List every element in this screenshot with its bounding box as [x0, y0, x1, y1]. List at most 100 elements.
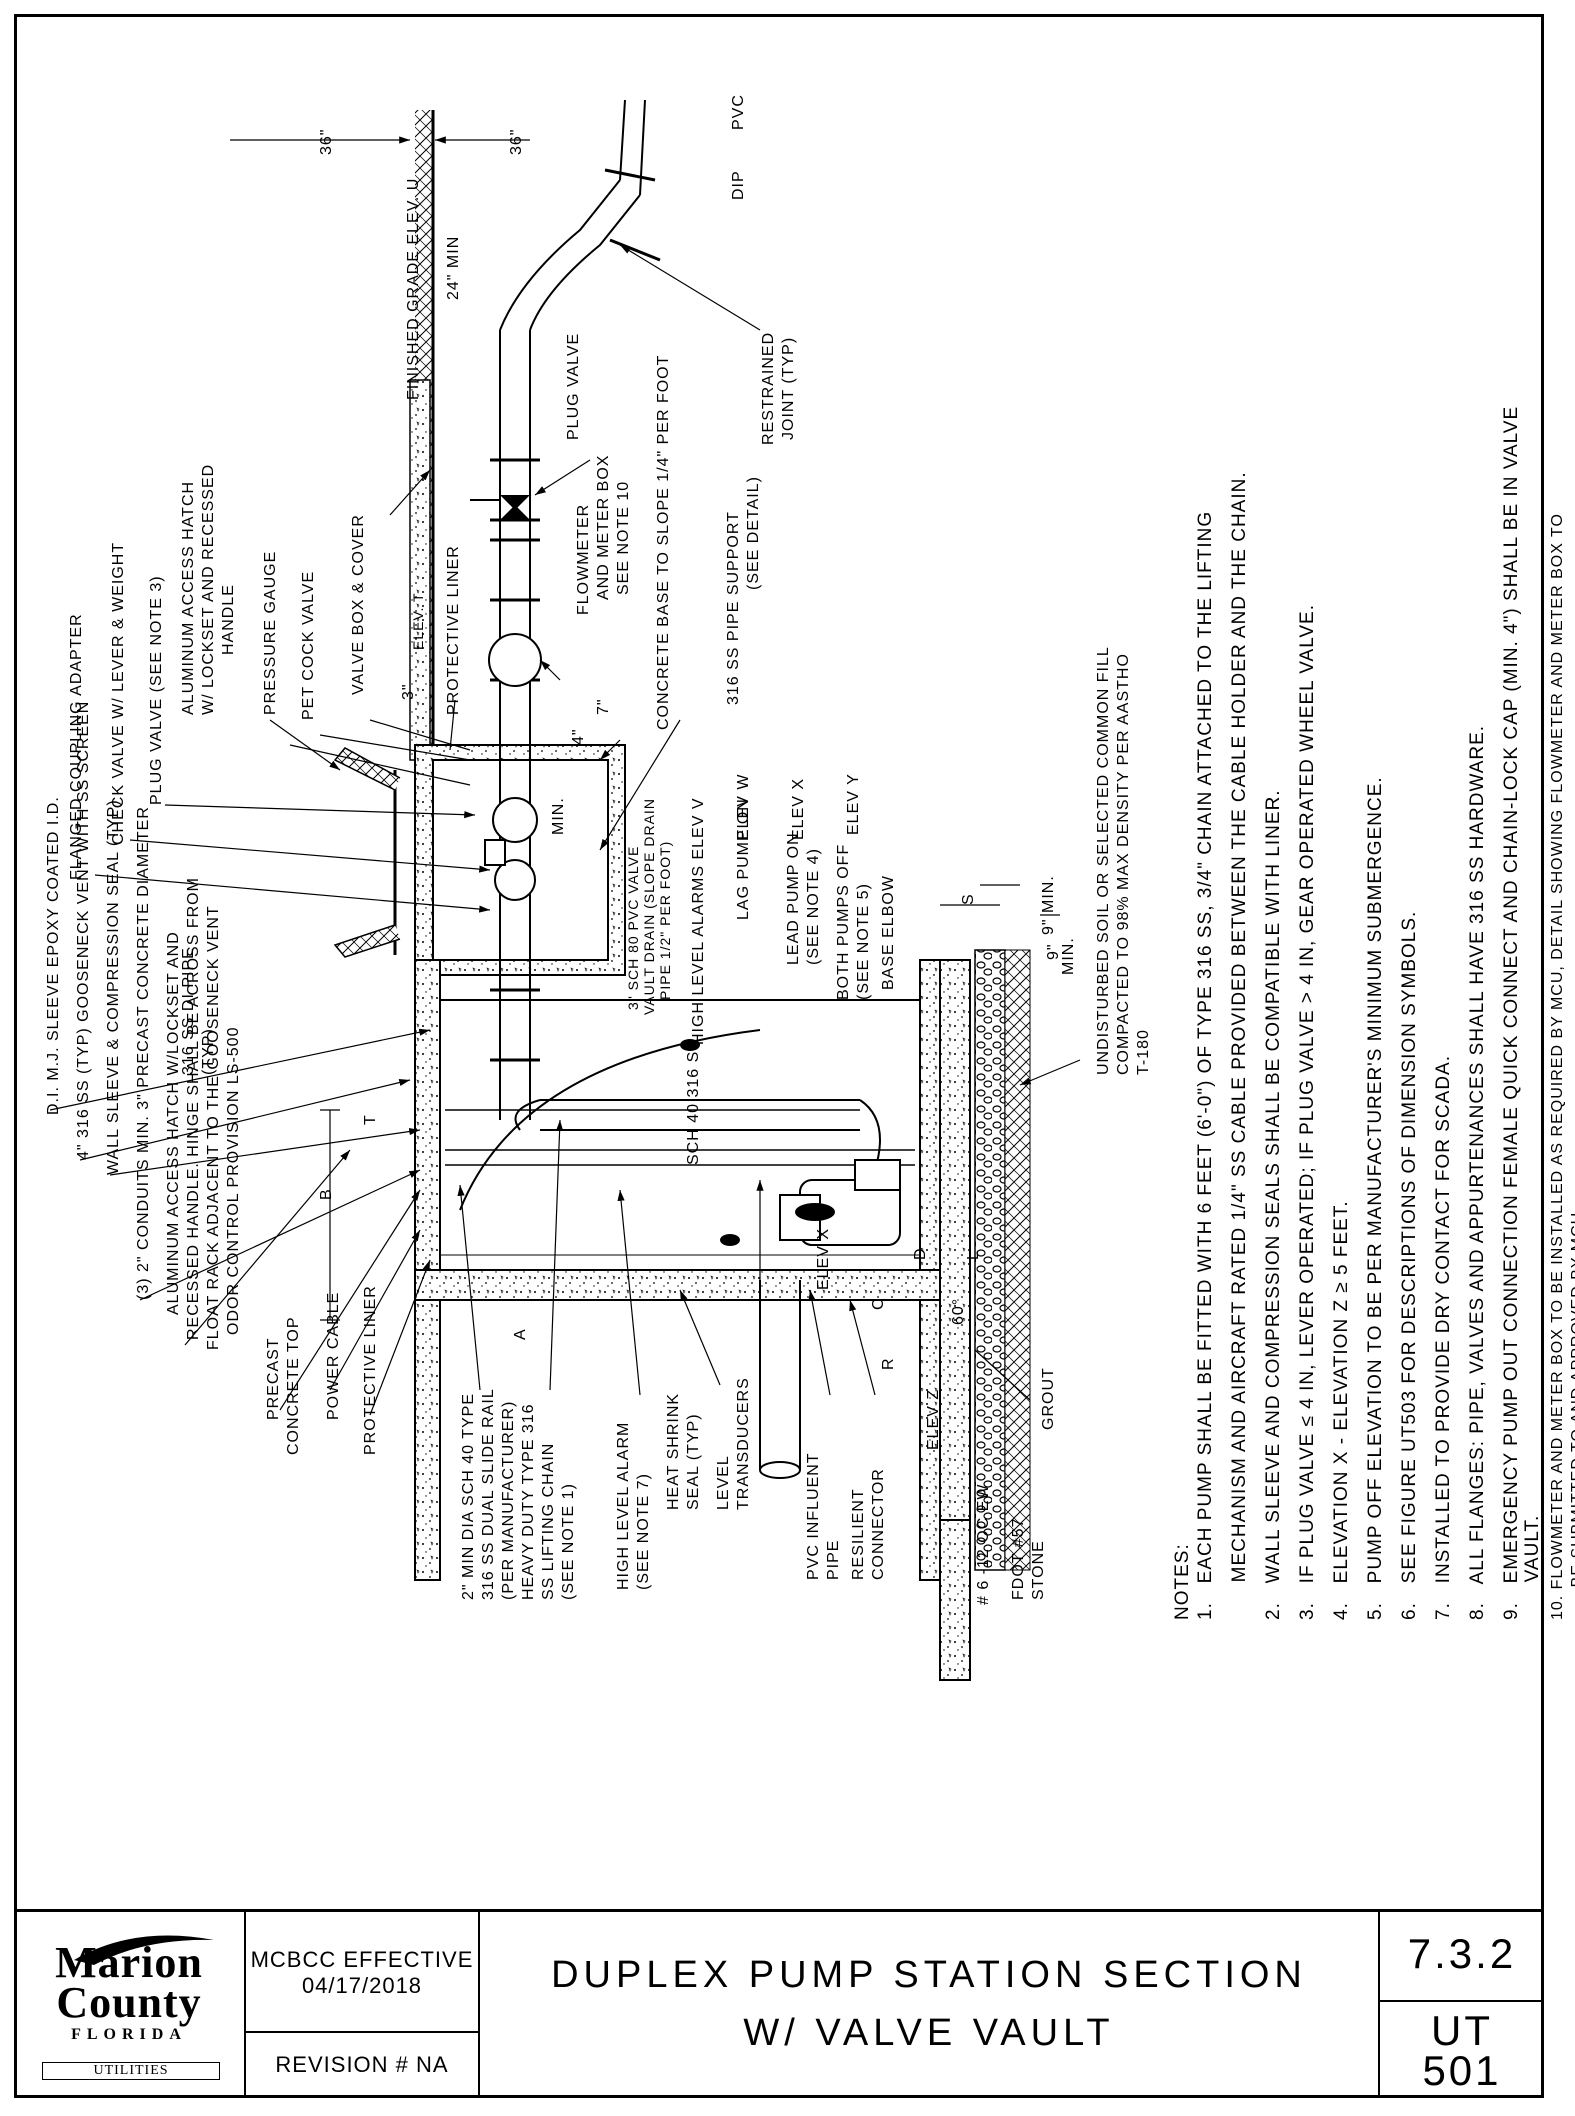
title-block: Marion County FLORIDA UTILITIES MCBCC EF… [14, 1909, 1544, 2098]
note-line: BE SUBMITTED TO AND APPROVED BY MCU. [1569, 1206, 1575, 1588]
note-line: 6. SEE FIGURE UT503 FOR DESCRIPTIONS OF … [1399, 910, 1420, 1620]
dim-c: C [870, 1297, 887, 1310]
label-lifting-chain-3: (SEE NOTE 1) [560, 1483, 577, 1600]
dim-t: T [362, 1114, 379, 1125]
label-elev-y: ELEV Y [845, 773, 862, 835]
label-rebar: # 6 -12 OC EW [975, 1483, 992, 1605]
label-seal-typ: SEAL (TYP) [685, 1413, 702, 1510]
label-hatch-line4: ODOR CONTROL PROVISION LS-500 [225, 1026, 242, 1335]
label-power-cable: POWER CABLE [325, 1291, 342, 1420]
drawing-sheet-border [14, 14, 1544, 2098]
note-line: MECHANISM AND AIRCRAFT RATED 1/4" SS CAB… [1229, 471, 1250, 1620]
label-undisturbed-soil-1: UNDISTURBED SOIL OR SELECTED COMMON FILL [1095, 646, 1112, 1075]
label-level: LEVEL [715, 1455, 732, 1510]
pvc-influent-pipe [759, 1280, 801, 1479]
divider [246, 2031, 478, 2033]
note-line: 8. ALL FLANGES: PIPE, VALVES AND APPURTE… [1467, 724, 1488, 1620]
label-stone: STONE [1030, 1540, 1047, 1600]
label-pipe: PIPE [825, 1539, 842, 1580]
label-elev-x-bottom: ELEV X [815, 1227, 832, 1290]
note-line: 5. PUMP OFF ELEVATION TO BE PER MANUFACT… [1365, 776, 1386, 1620]
number-cell: 7.3.2 UT 501 [1380, 1912, 1544, 2098]
section-number: 7.3.2 [1407, 1930, 1517, 1977]
label-see-note-5: (SEE NOTE 5) [855, 883, 872, 1000]
note-line: 1. EACH PUMP SHALL BE FITTED WITH 6 FEET… [1195, 510, 1216, 1620]
label-elev-z: ELEV Z [925, 1388, 942, 1450]
dim-b: B [318, 1188, 335, 1200]
label-dip: DIP [730, 170, 747, 200]
label-conduits: (3) 2" CONDUITS MIN. 3" PRECAST CONCRETE… [135, 806, 152, 1300]
logo-county: County [56, 1978, 202, 2027]
label-connector: CONNECTOR [870, 1468, 887, 1580]
logo-swoosh-icon [74, 1935, 214, 1965]
label-access-hatch-1: ALUMINUM ACCESS HATCH [180, 480, 197, 715]
label-slide-rail-1: 2" MIN DIA SCH 40 TYPE [460, 1393, 477, 1600]
label-flowmeter-1: FLOWMETER [575, 503, 592, 615]
logo-marion: Marion [55, 1938, 203, 1987]
label-vault-drain-3: PIPE 1/2" PER FOOT) [657, 840, 673, 1000]
drawing-code-501: 501 [1422, 2047, 1502, 2094]
label-di-mj-sleeve: D.I. M.J. SLEEVE EPOXY COATED I.D. [45, 796, 62, 1115]
label-316-ss-di-pipe: 316 SS DI PIPE [180, 947, 197, 1075]
label-316-typ: (TYP) [200, 1028, 217, 1075]
label-high-level-alarm: HIGH LEVEL ALARM [615, 1421, 632, 1590]
label-hatch-line3: FLOAT RACK ADJACENT TO THE GOOSENECK VEN… [205, 905, 222, 1350]
logo-cell: Marion County FLORIDA UTILITIES [14, 1912, 246, 2098]
label-wall-sleeve: WALL SLEEVE & COMPRESSION SEAL (TYP) [105, 799, 122, 1175]
label-min: MIN. [550, 797, 567, 835]
note-line: 9. EMERGENCY PUMP OUT CONNECTION FEMALE … [1501, 405, 1522, 1620]
note-line: 4. ELEVATION X - ELEVATION Z ≥ 5 FEET. [1331, 1200, 1352, 1620]
label-undisturbed-soil-3: T-180 [1135, 1029, 1152, 1075]
label-access-hatch-2: W/ LOCKSET AND RECESSED [200, 463, 217, 715]
label-see-note-7: (SEE NOTE 7) [635, 1473, 652, 1590]
label-vault-drain-1: 3" SCH 80 PVC VALVE [625, 845, 641, 1010]
label-7in: 7" [595, 698, 612, 715]
title-cell: DUPLEX PUMP STATION SECTION W/ VALVE VAU… [480, 1912, 1380, 2098]
label-elev-x-top: ELEV X [790, 777, 807, 840]
label-restrained-2: JOINT (TYP) [780, 336, 797, 440]
logo-utilities: UTILITIES [42, 2062, 220, 2080]
label-lifting-chain-1: HEAVY DUTY TYPE 316 [520, 1403, 537, 1600]
label-protective-liner-top: PROTECTIVE LINER [445, 545, 462, 715]
label-flowmeter-2: AND METER BOX [595, 454, 612, 600]
label-precast: PRECAST [265, 1337, 282, 1420]
label-both-pumps-off: BOTH PUMPS OFF [835, 843, 852, 1000]
dim-l: L [965, 1250, 982, 1260]
valve-vault [333, 744, 626, 976]
drawing-title-line2: W/ VALVE VAULT [743, 2012, 1115, 2054]
label-4in: 4" [570, 728, 587, 745]
label-pvc: PVC [730, 94, 747, 130]
note-line: 2. WALL SLEEVE AND COMPRESSION SEALS SHA… [1263, 789, 1284, 1620]
label-slide-rail-3: (PER MANUFACTURER) [500, 1400, 517, 1600]
label-valve-box-cover: VALVE BOX & COVER [350, 514, 367, 695]
drawing-title-line1: DUPLEX PUMP STATION SECTION [551, 1954, 1307, 1996]
valve-vault-top-slab [409, 379, 431, 761]
label-plug-valve-top: PLUG VALVE [565, 332, 582, 440]
label-36-left: 36" [318, 128, 335, 155]
dim-r: R [880, 1357, 897, 1370]
label-pvc-influent: PVC INFLUENT [805, 1452, 822, 1580]
label-concrete-top: CONCRETE TOP [285, 1316, 302, 1455]
label-sch40-316: SCH 40 316 SS [685, 1039, 702, 1165]
label-check-valve: CHECK VALVE W/ LEVER & WEIGHT [110, 541, 127, 845]
label-9in-min: 9" MIN. [1040, 875, 1057, 935]
label-pet-cock-valve: PET COCK VALVE [300, 570, 317, 720]
label-flowmeter-3: SEE NOTE 10 [615, 480, 632, 595]
note-line: 7. INSTALLED TO PROVIDE DRY CONTACT FOR … [1433, 1055, 1454, 1620]
label-24-min: 24" MIN [445, 235, 462, 300]
label-protective-liner-left: PROTECTIVE LINER [362, 1285, 379, 1455]
drawing-code-ut: UT [1431, 2007, 1493, 2054]
effective-label: MCBCC EFFECTIVE [250, 1947, 474, 1972]
label-finished-grade: FINISHED GRADE ELEV. U [405, 177, 422, 400]
label-heat-shrink: HEAT SHRINK [665, 1392, 682, 1510]
label-elev-t: ELEV. T [410, 592, 426, 650]
discharge-pipe [470, 99, 901, 1191]
label-high-level-alarms: HIGH LEVEL ALARMS ELEV V [690, 797, 707, 1046]
effective-cell: MCBCC EFFECTIVE 04/17/2018 REVISION # NA [246, 1912, 480, 2098]
label-fdot-57: FDOT #57 [1010, 1517, 1027, 1600]
dimension-lines [49, 136, 1081, 1416]
label-undisturbed-soil-2: COMPACTED TO 98% MAX DENSITY PER AASTHO [1115, 653, 1132, 1075]
label-36-right: 36" [508, 128, 525, 155]
label-flanged-coupling: FLANGED COUPLING ADAPTER [68, 613, 85, 880]
label-base-elbow: BASE ELBOW [880, 875, 897, 990]
